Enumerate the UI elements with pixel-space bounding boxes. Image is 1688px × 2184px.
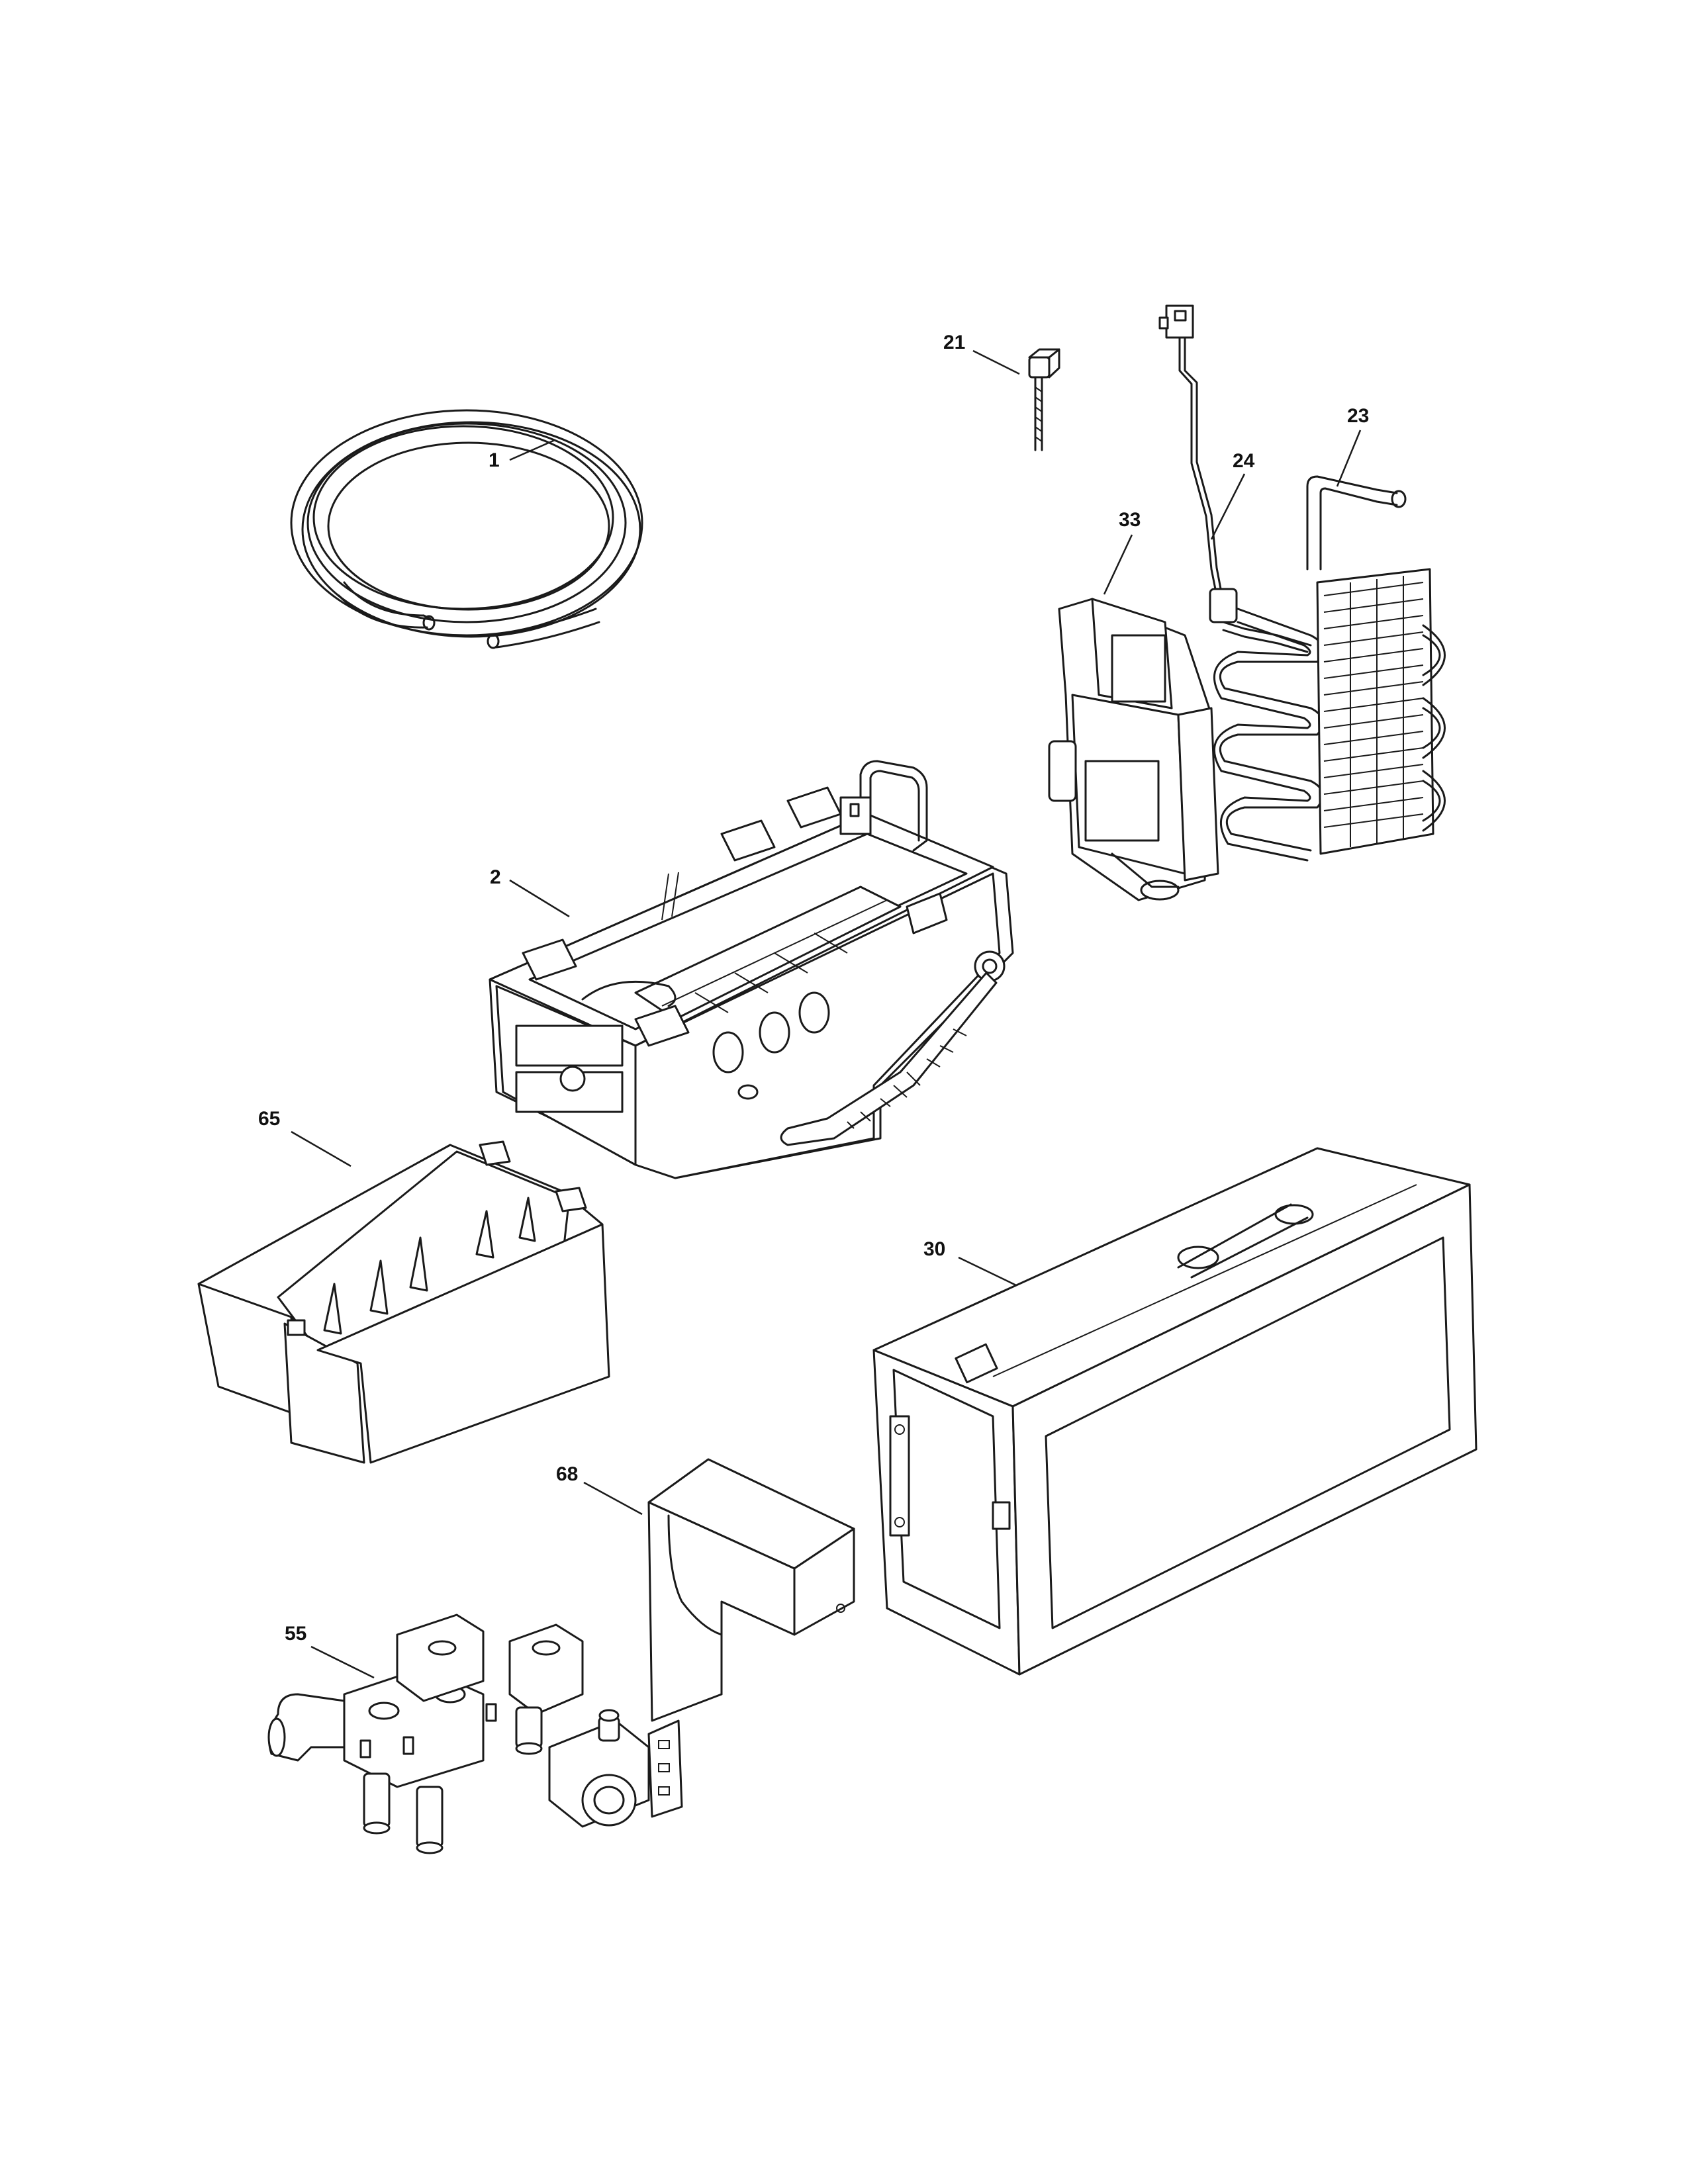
part-21-screw[interactable] <box>1028 348 1060 451</box>
leader-line-55 <box>310 1645 375 1679</box>
part-65-ice-container[interactable] <box>197 1140 610 1464</box>
callout-label-55: 55 <box>285 1623 306 1645</box>
leader-line-1 <box>509 439 555 461</box>
part-1-water-tubing[interactable] <box>290 409 643 649</box>
leader-line-2 <box>509 879 570 918</box>
callout-label-23: 23 <box>1347 405 1369 427</box>
part-68-ice-chute[interactable] <box>647 1458 855 1722</box>
leader-line-23 <box>1336 430 1362 487</box>
leader-line-65 <box>291 1130 352 1167</box>
leader-line-21 <box>972 349 1020 375</box>
part-2-ice-maker-assembly[interactable] <box>489 760 1014 1179</box>
part-23-evaporator-coil[interactable] <box>1213 475 1446 862</box>
leader-line-30 <box>958 1256 1017 1287</box>
callout-label-68: 68 <box>556 1463 578 1485</box>
callout-label-24: 24 <box>1233 450 1255 472</box>
callout-label-2: 2 <box>490 866 501 888</box>
part-30-ice-bucket-housing[interactable] <box>872 1147 1477 1676</box>
callout-label-30: 30 <box>923 1238 945 1260</box>
callout-label-21: 21 <box>943 332 965 353</box>
part-33-fan-cover[interactable] <box>1048 598 1219 901</box>
callout-label-65: 65 <box>258 1108 280 1130</box>
part-24-heater-harness[interactable] <box>1158 304 1312 653</box>
leader-line-33 <box>1103 534 1133 595</box>
leader-line-68 <box>583 1481 643 1516</box>
leader-line-24 <box>1210 473 1246 540</box>
callout-label-1: 1 <box>489 449 500 471</box>
part-55-water-valve-assembly[interactable] <box>267 1614 683 1854</box>
callout-label-33: 33 <box>1119 509 1141 531</box>
